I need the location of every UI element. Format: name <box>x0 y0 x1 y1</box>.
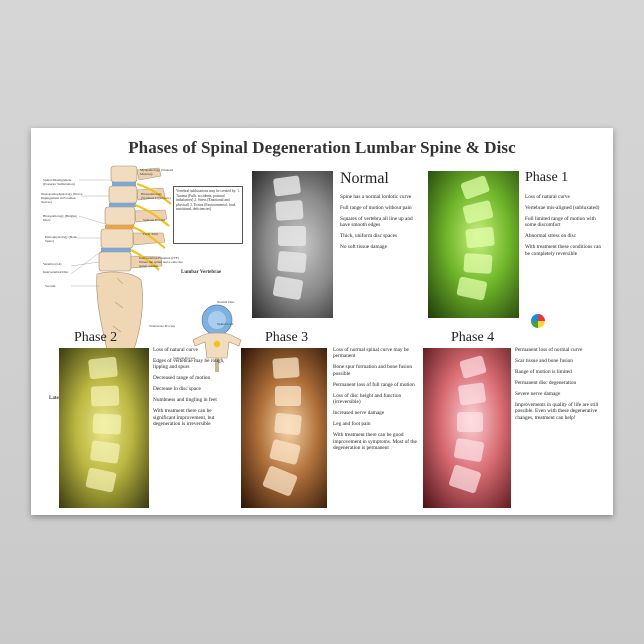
normal-bullet-3: Squares of vertebra all line up and have… <box>340 216 413 229</box>
normal-bullets: Spine has a normal lordotic curve Full r… <box>340 194 420 255</box>
phase1-title: Phase 1 <box>525 170 569 185</box>
phase4-bullets: Permanent loss of normal curve Scar tiss… <box>515 347 599 426</box>
phase2-bullet-1: Loss of natural curve <box>153 347 198 353</box>
phase4-bullet-3: Range of motion is limited <box>515 369 572 375</box>
anatomy-label-right-2: Histopathology (Sprained Ligaments) <box>141 192 171 200</box>
phase1-bullet-1: Loss of natural curve <box>525 194 570 200</box>
phase3-bullet-6: Leg and foot pain <box>333 421 371 428</box>
vertebra-part-label-2: Spinal Cord <box>217 322 234 326</box>
brand-logo-icon <box>531 314 545 328</box>
phase3-bullet-2: Bone spur formation and bone fusion poss… <box>333 364 412 377</box>
phase4-bullet-2: Scar tissue and bone fusion <box>515 358 573 364</box>
phase1-bullet-4: Abnormal stress on disc <box>525 233 577 240</box>
normal-xray-image <box>252 171 333 318</box>
vertebra-stack <box>96 165 172 389</box>
phase1-xray-image <box>428 171 519 318</box>
phase1-bullets: Loss of natural curve Vertebrae mis-alig… <box>525 194 605 262</box>
phase4-title: Phase 4 <box>451 330 495 345</box>
phase1-bullet-2: Vertebrae mis-aligned (subluxated) <box>525 205 600 211</box>
phase1-bullet-5: With treatment these conditions can be c… <box>525 244 601 257</box>
vertebra-part-label-1: Normal Disc <box>217 300 235 304</box>
phase3-bullet-4: Loss of disc height and function (irreve… <box>333 392 402 406</box>
anatomy-label-right-3: Spinous Process <box>143 218 166 222</box>
lumbar-vertebrae-label: Lumbar Vertebrae <box>181 270 222 275</box>
vertebra-part-label-4: Spinous Process <box>173 356 196 360</box>
phase2-bullet-6: With treatment there can be significant … <box>153 408 215 428</box>
phase3-xray-image <box>241 348 327 508</box>
anatomy-label-left-3: Histopathology (Bulging Disc) <box>43 214 77 222</box>
anatomy-label-right-1: Myopathology (Strained Muscles) <box>140 168 174 176</box>
phase2-bullets: Loss of natural curve Edges of vertebrae… <box>153 347 233 432</box>
phase2-title: Phase 2 <box>74 330 118 345</box>
subluxation-note-box: Vertebral subluxations may be created by… <box>173 186 243 244</box>
anatomy-label-right-5: Intervertebral Foramen (IVF) Where the s… <box>139 256 183 268</box>
phase3-title: Phase 3 <box>265 330 309 345</box>
poster: Phases of Spinal Degeneration Lumbar Spi… <box>31 128 613 515</box>
phase4-bullet-6: Improvements in quality of life are stil… <box>515 402 599 421</box>
anatomy-label-left-6: Intervertebral Disc <box>43 270 69 274</box>
anatomy-label-right-4: Facet Joint <box>143 232 158 236</box>
normal-bullet-4: Thick, uniform disc spaces <box>340 233 398 240</box>
normal-bullet-1: Spine has a normal lordotic curve <box>340 194 412 200</box>
poster-title: Phases of Spinal Degeneration Lumbar Spi… <box>128 138 516 157</box>
phase2-bullet-2: Edges of vertebrae may be rough, lipping… <box>153 358 225 371</box>
phase1-bullet-3: Full limited range of motion with some d… <box>525 216 596 229</box>
anatomy-label-left-5: Vertebra (L4) <box>43 262 62 266</box>
anatomy-label-left-7: Sacrum <box>45 284 56 288</box>
phase2-bullet-4: Decrease in disc space <box>153 386 201 393</box>
anatomy-label-left-2: Neuropathophysiology (Nerve Impingement … <box>41 192 83 204</box>
phase2-bullet-3: Decreased range of motion <box>153 375 211 382</box>
brand-fine-print <box>548 314 584 317</box>
phase3-bullet-7: With treatment there can be good improve… <box>333 432 417 452</box>
normal-bullet-2: Full range of motion without pain <box>340 205 412 211</box>
phase3-bullet-1: Loss of normal spinal curve may be perma… <box>333 347 409 360</box>
lumbar-spine-illustration <box>70 165 242 389</box>
phase3-bullet-5: Increased nerve damage <box>333 410 385 417</box>
phase4-bullet-1: Permanent loss of normal curve <box>515 347 583 353</box>
vertebra-part-label-3: Transverse Process <box>149 324 175 328</box>
phase4-bullet-5: Severe nerve damage <box>515 391 561 397</box>
phase3-bullet-3: Permanent loss of full range of motion <box>333 381 415 388</box>
phase3-bullets: Loss of normal spinal curve may be perma… <box>333 347 417 456</box>
vertebra-top-view <box>192 304 242 372</box>
phase4-xray-image <box>423 348 511 508</box>
anatomy-label-left-4: Pathophysiology (Bone Spurs) <box>45 235 77 243</box>
anatomy-label-left-1: Spinal Misalignment (Posterior Subluxati… <box>43 178 75 186</box>
normal-bullet-5: No soft tissue damage <box>340 244 387 251</box>
phase2-xray-image <box>59 348 149 508</box>
phase4-bullet-4: Permanent disc degeneration <box>515 380 577 386</box>
normal-title: Normal <box>340 170 389 187</box>
phase2-bullet-5: Numbness and tingling in feet <box>153 397 217 404</box>
